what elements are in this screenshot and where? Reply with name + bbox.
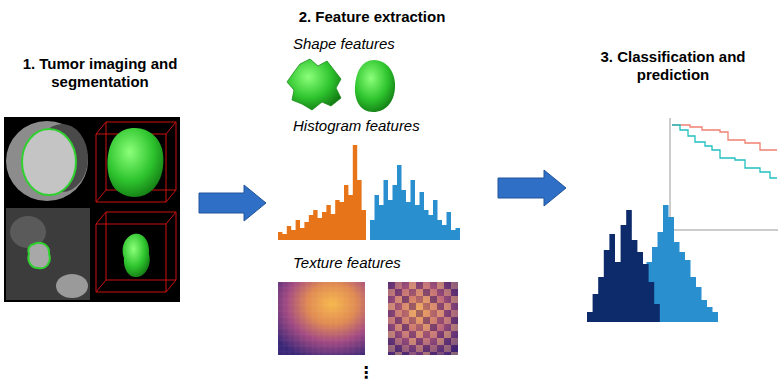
texture-map [388, 282, 458, 355]
feature-label: Texture features [293, 254, 401, 272]
stage-group: 1. Tumor imaging and segmentation [5, 55, 197, 310]
ct-slice-top [6, 121, 88, 201]
irregular-shape [287, 59, 341, 110]
block-arrow [199, 185, 266, 221]
round-shape [355, 60, 395, 112]
segmentation-3d-bottom [96, 212, 176, 292]
histogram-orange [278, 145, 366, 240]
feature-label: Histogram features [293, 117, 420, 135]
tumor-volume [108, 128, 164, 197]
stage-group: 2. Feature extractionShape featuresHisto… [268, 2, 496, 388]
segmentation-3d-top [96, 122, 176, 202]
survival-plot [670, 118, 778, 230]
ct-slice-bottom [6, 208, 90, 300]
class-histogram [587, 210, 660, 322]
ellipsis: ⋮ [358, 364, 374, 382]
stage-heading: 2. Feature extraction [268, 8, 476, 26]
texture-map [278, 282, 365, 355]
stage-heading: 3. Classification and prediction [568, 48, 778, 84]
stage-group: 3. Classification and prediction [568, 48, 780, 330]
tumor-volume [123, 234, 150, 277]
feature-label: Shape features [293, 35, 395, 53]
histogram-blue [370, 165, 460, 240]
stage-heading: 1. Tumor imaging and segmentation [5, 55, 195, 91]
block-arrow [498, 170, 566, 206]
